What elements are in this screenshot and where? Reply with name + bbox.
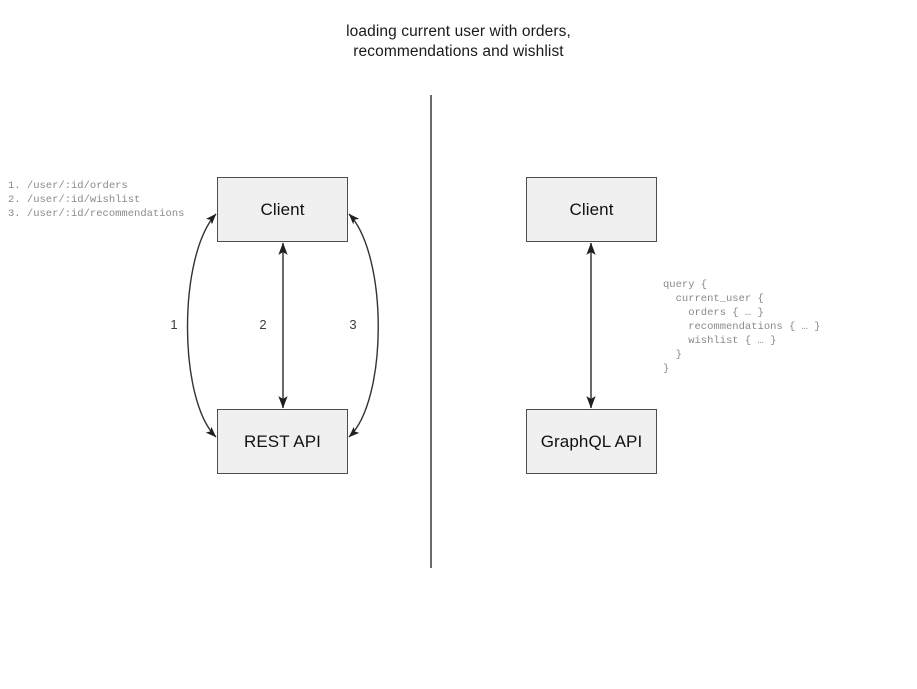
node-rest-api[interactable]: REST API [217,409,348,474]
connector-label-2: 2 [259,317,267,332]
node-client-rest[interactable]: Client [217,177,348,242]
rest-endpoints-list: 1. /user/:id/orders 2. /user/:id/wishlis… [8,180,185,220]
diagram-title: loading current user with orders, recomm… [0,22,917,62]
diagram-title-line-2: recommendations and wishlist [353,43,564,60]
node-rest-api-label: REST API [243,431,322,451]
node-graphql-api-label: GraphQL API [540,431,643,451]
node-client-rest-label: Client [260,199,305,219]
connector-label-1: 1 [170,317,178,332]
connector-label-3: 3 [349,317,357,332]
node-client-graphql[interactable]: Client [526,177,657,242]
panel-divider [430,95,432,568]
node-graphql-api[interactable]: GraphQL API [526,409,657,474]
diagram-title-line-1: loading current user with orders, [346,23,571,40]
graphql-query-snippet: query { current_user { orders { … } reco… [663,279,821,375]
node-client-graphql-label: Client [569,199,614,219]
rest-connector-1-curve [186,213,217,438]
